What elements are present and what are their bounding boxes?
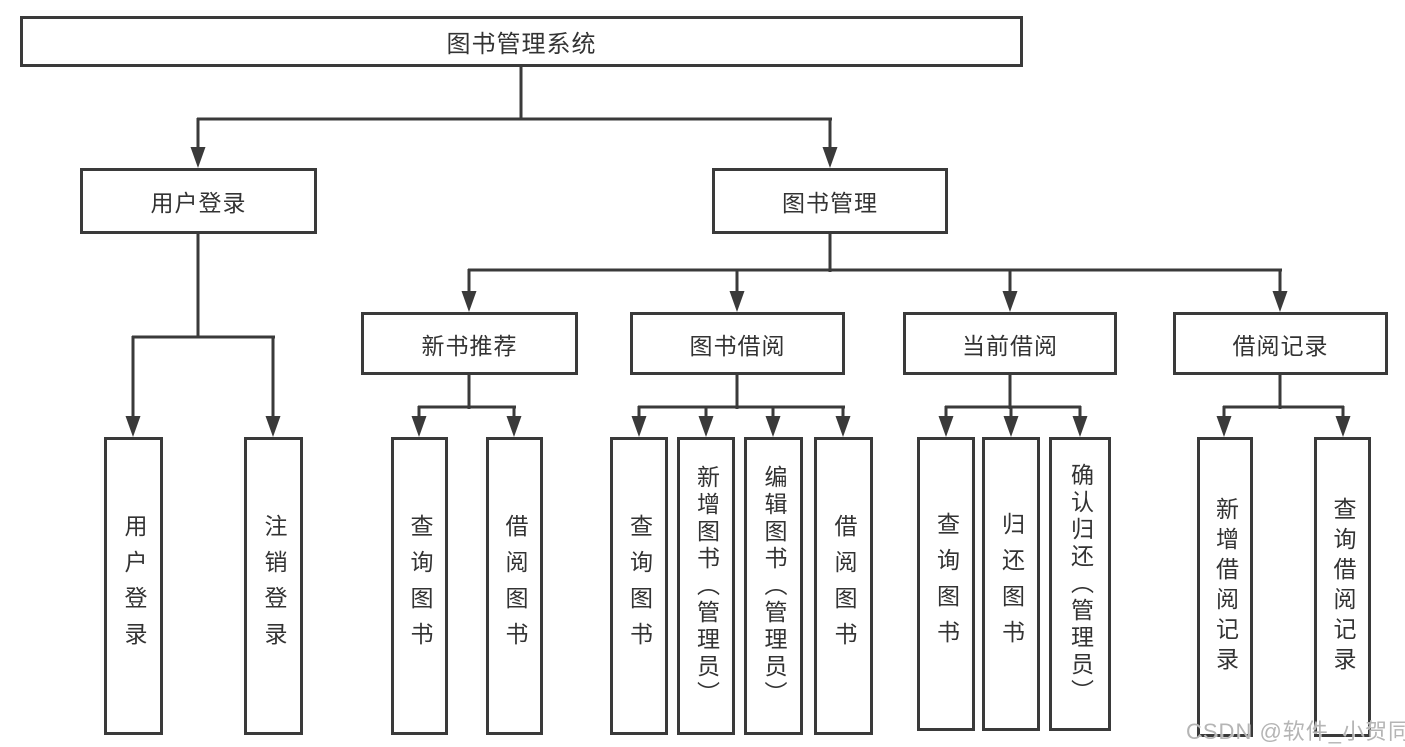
node-new-book-recommend: 新书推荐 xyxy=(361,312,578,375)
node-root: 图书管理系统 xyxy=(20,16,1023,67)
leaf-edit-book-admin: 编辑图书（管理员） xyxy=(744,437,803,735)
node-borrowing-records: 借阅记录 xyxy=(1173,312,1388,375)
leaf-confirm-return-admin: 确认归还（管理员） xyxy=(1049,437,1111,731)
leaf-query-books-recommend: 查询图书 xyxy=(391,437,448,735)
node-book-management: 图书管理 xyxy=(712,168,948,234)
watermark: CSDN @软件_小贺同学 xyxy=(1186,719,1405,744)
leaf-borrow-books-recommend: 借阅图书 xyxy=(486,437,543,735)
leaf-borrow-books-borrowing: 借阅图书 xyxy=(814,437,873,735)
leaf-query-books-borrowing: 查询图书 xyxy=(610,437,668,735)
leaf-user-login: 用户登录 xyxy=(104,437,163,735)
node-book-borrowing: 图书借阅 xyxy=(630,312,845,375)
leaf-add-book-admin: 新增图书（管理员） xyxy=(677,437,735,735)
leaf-return-book: 归还图书 xyxy=(982,437,1040,731)
leaf-query-books-current: 查询图书 xyxy=(917,437,975,731)
leaf-add-borrow-record: 新增借阅记录 xyxy=(1197,437,1253,737)
leaf-logout: 注销登录 xyxy=(244,437,303,735)
leaf-query-borrow-record: 查询借阅记录 xyxy=(1314,437,1371,737)
node-user-login: 用户登录 xyxy=(80,168,317,234)
node-current-borrowing: 当前借阅 xyxy=(903,312,1117,375)
